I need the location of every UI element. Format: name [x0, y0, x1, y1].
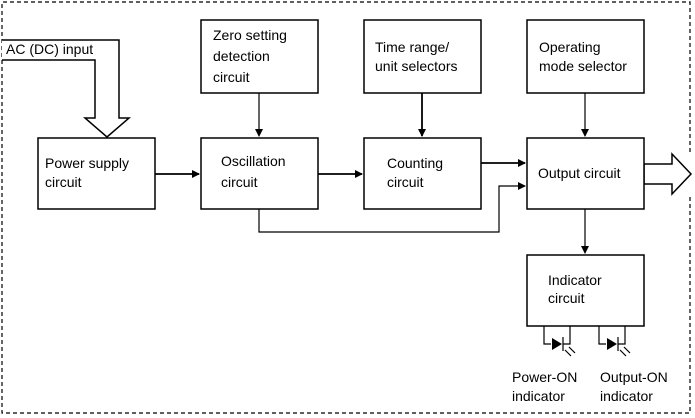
block-label: circuit — [387, 174, 424, 190]
arrow-oscillation-bypass-to-output — [258, 182, 526, 233]
block-label: Time range/ — [375, 39, 449, 55]
operating-mode-block: Operating mode selector — [526, 19, 645, 94]
power-on-label: indicator — [512, 388, 565, 404]
block-label: detection — [213, 48, 270, 64]
input-hollow-arrow — [2, 39, 132, 138]
oscillation-block: Oscillation circuit — [200, 137, 319, 210]
block-label: circuit — [548, 290, 585, 306]
power-on-led — [543, 326, 576, 357]
zero-setting-block: Zero setting detection circuit — [200, 19, 319, 94]
block-label: Output circuit — [538, 165, 621, 181]
block-label: unit selectors — [375, 58, 457, 74]
power-supply-block: Power supply circuit — [37, 137, 156, 210]
block-label: mode selector — [539, 58, 627, 74]
block-label: Zero setting — [213, 27, 287, 43]
input-label: AC (DC) input — [6, 41, 93, 57]
block-label: circuit — [213, 69, 250, 85]
output-on-led — [598, 326, 631, 357]
block-label: Indicator — [548, 272, 602, 288]
output-hollow-arrow — [643, 152, 693, 196]
output-on-label: indicator — [600, 388, 653, 404]
power-on-label: Power-ON — [512, 369, 577, 385]
block-label: Oscillation — [221, 153, 286, 169]
counting-block: Counting circuit — [363, 137, 482, 210]
output-block: Output circuit — [526, 137, 645, 210]
block-label: Operating — [539, 39, 600, 55]
block-label: Power supply — [45, 155, 129, 171]
block-label: circuit — [45, 174, 82, 190]
output-on-label: Output-ON — [600, 369, 668, 385]
block-label: Counting — [387, 155, 443, 171]
block-label: circuit — [221, 174, 258, 190]
indicator-block: Indicator circuit — [526, 254, 645, 327]
time-range-block: Time range/ unit selectors — [363, 19, 482, 94]
